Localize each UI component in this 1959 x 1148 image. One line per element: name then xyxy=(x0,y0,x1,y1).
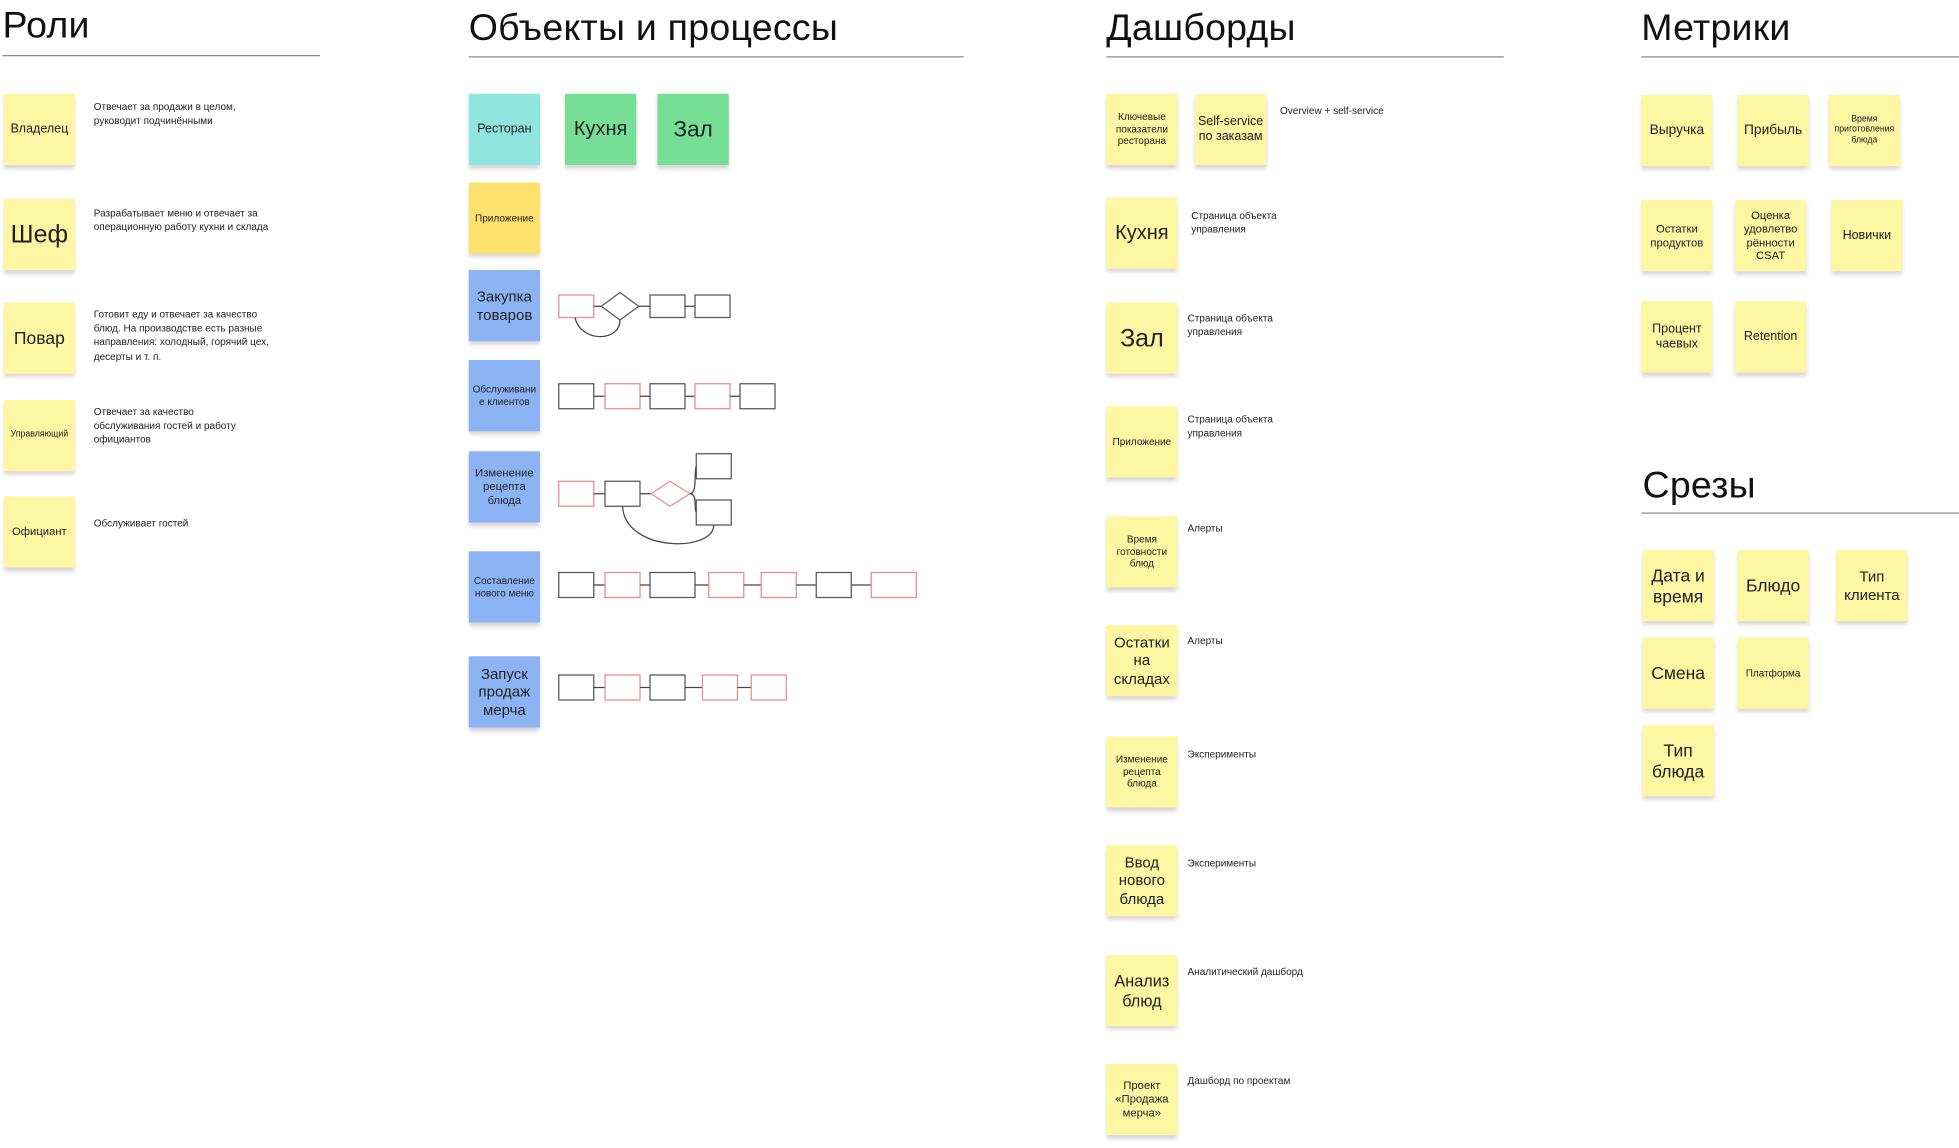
slices-divider xyxy=(1641,512,1959,514)
metric-sticky-revenue[interactable]: Выручка xyxy=(1641,95,1713,167)
metric-sticky-product-stock[interactable]: Остатки продуктов xyxy=(1641,200,1713,272)
flow-node xyxy=(870,571,917,599)
metric-sticky-tips-percent[interactable]: Процент чаевых xyxy=(1641,301,1713,373)
flow-node xyxy=(815,571,852,599)
flow-node xyxy=(701,674,739,701)
role-sticky-chef[interactable]: Шеф xyxy=(3,198,75,270)
flow-diagram-customer-service[interactable] xyxy=(550,375,788,419)
flow-node xyxy=(708,571,745,599)
metric-sticky-retention[interactable]: Retention xyxy=(1735,301,1807,373)
slice-sticky-client-type[interactable]: Тип клиента xyxy=(1836,550,1908,622)
role-desc-manager: Отвечает за качество обслуживания гостей… xyxy=(93,406,236,446)
role-desc-cook: Готовит еду и отвечает за качество блюд.… xyxy=(93,308,269,362)
object-sticky-kitchen[interactable]: Кухня xyxy=(565,93,637,165)
dashboard-sticky-app[interactable]: Приложение xyxy=(1106,406,1178,478)
process-sticky-merch-launch[interactable]: Запуск продаж мерча xyxy=(468,656,540,728)
flow-decision xyxy=(600,291,640,321)
role-sticky-owner[interactable]: Владелец xyxy=(3,93,75,165)
section-title-slices: Срезы xyxy=(1642,465,1756,507)
metric-sticky-csat[interactable]: Оценка удовлетво рённости CSAT xyxy=(1735,200,1807,272)
dashboard-sticky-warehouse-stock[interactable]: Остатки на складах xyxy=(1106,625,1178,697)
flow-node xyxy=(649,674,686,701)
role-desc-chef: Разрабатывает меню и отвечает за операци… xyxy=(93,207,269,233)
dashboard-sticky-dish-analysis[interactable]: Анализ блюд xyxy=(1106,955,1178,1027)
slice-sticky-dish[interactable]: Блюдо xyxy=(1737,550,1809,622)
flow-node xyxy=(558,383,595,410)
dashboard-desc-dish-analysis: Аналитический дашборд xyxy=(1187,966,1303,978)
roles-divider xyxy=(2,55,320,57)
flow-diagram-recipe-change[interactable] xyxy=(550,448,750,551)
dashboard-sticky-dish-ready-time[interactable]: Время готовности блюд xyxy=(1106,516,1178,588)
section-title-dashboards: Дашборды xyxy=(1106,7,1296,49)
metric-sticky-newcomers[interactable]: Новички xyxy=(1831,200,1903,272)
slice-sticky-dish-type[interactable]: Тип блюда xyxy=(1642,725,1714,797)
flow-diagram-new-menu[interactable] xyxy=(550,569,925,604)
dashboard-sticky-hall[interactable]: Зал xyxy=(1106,302,1178,374)
flow-node xyxy=(604,480,641,507)
slice-sticky-datetime[interactable]: Дата и время xyxy=(1642,550,1714,622)
flow-decision xyxy=(650,480,692,507)
role-sticky-manager[interactable]: Управляющий xyxy=(3,400,75,472)
flow-node xyxy=(558,571,595,599)
flow-diagram-merch-launch[interactable] xyxy=(550,673,800,708)
dashboards-divider xyxy=(1106,56,1504,58)
flow-node xyxy=(649,571,696,599)
dashboard-sticky-key-metrics[interactable]: Ключевые показатели ресторана xyxy=(1106,93,1178,165)
dashboard-sticky-kitchen[interactable]: Кухня xyxy=(1106,197,1178,269)
flow-node xyxy=(604,674,641,701)
object-sticky-restaurant[interactable]: Ресторан xyxy=(468,93,540,165)
role-desc-waiter: Обслуживает гостей xyxy=(93,517,189,529)
dashboard-desc-kitchen: Страница объекта управления xyxy=(1191,210,1277,236)
flow-node xyxy=(694,294,731,319)
flow-node xyxy=(739,383,776,410)
metric-sticky-cooking-time[interactable]: Время приготовления блюда xyxy=(1828,95,1900,167)
objects-divider xyxy=(468,56,964,58)
dashboard-desc-warehouse-stock: Алерты xyxy=(1187,635,1223,647)
role-desc-owner: Отвечает за продажи в целом, руководит п… xyxy=(93,101,236,127)
section-title-roles: Роли xyxy=(2,5,90,47)
object-sticky-hall[interactable]: Зал xyxy=(657,93,729,165)
role-sticky-cook[interactable]: Повар xyxy=(3,302,75,374)
process-sticky-new-menu[interactable]: Составление нового меню xyxy=(468,551,540,623)
section-title-metrics: Метрики xyxy=(1641,7,1791,49)
metric-sticky-profit[interactable]: Прибыль xyxy=(1737,95,1809,167)
flow-node xyxy=(695,453,732,480)
flow-node xyxy=(558,674,595,701)
flow-node xyxy=(649,383,686,410)
role-sticky-waiter[interactable]: Официант xyxy=(3,496,75,568)
dashboard-desc-self-service: Overview + self-service xyxy=(1280,105,1384,117)
dashboard-desc-hall: Страница объекта управления xyxy=(1187,312,1273,338)
dashboard-sticky-self-service[interactable]: Self-service по заказам xyxy=(1195,93,1267,165)
dashboard-sticky-new-dish[interactable]: Ввод нового блюда xyxy=(1106,845,1178,917)
dashboard-sticky-recipe-change[interactable]: Изменение рецепта блюда xyxy=(1106,736,1178,808)
dashboard-desc-new-dish: Эксперименты xyxy=(1187,857,1257,869)
slice-sticky-shift[interactable]: Смена xyxy=(1642,637,1714,709)
metrics-divider xyxy=(1641,56,1959,58)
flow-node xyxy=(760,571,797,599)
flow-node xyxy=(604,571,641,599)
flow-node xyxy=(604,383,641,410)
dashboard-desc-recipe-change: Эксперименты xyxy=(1187,748,1257,760)
dashboard-desc-dish-ready-time: Алерты xyxy=(1187,522,1223,534)
flow-node xyxy=(649,294,686,319)
dashboard-sticky-merch-project[interactable]: Проект «Продажа мерча» xyxy=(1106,1063,1178,1135)
flow-diagram-purchasing[interactable] xyxy=(550,285,750,341)
slice-sticky-platform[interactable]: Платформа xyxy=(1737,637,1809,709)
process-sticky-customer-service[interactable]: Обслуживание клиентов xyxy=(468,360,540,432)
flow-node xyxy=(695,499,732,526)
process-sticky-purchasing[interactable]: Закупка товаров xyxy=(468,270,540,342)
flow-node xyxy=(558,294,595,319)
flow-node xyxy=(558,480,595,507)
object-sticky-app[interactable]: Приложение xyxy=(468,182,540,254)
dashboard-desc-app: Страница объекта управления xyxy=(1187,413,1273,439)
process-sticky-recipe-change[interactable]: Изменение рецепта блюда xyxy=(468,451,540,523)
flow-node xyxy=(750,674,787,701)
dashboard-desc-merch-project: Дашборд по проектам xyxy=(1187,1075,1291,1087)
flow-node xyxy=(694,383,731,410)
section-title-objects: Объекты и процессы xyxy=(468,7,839,49)
